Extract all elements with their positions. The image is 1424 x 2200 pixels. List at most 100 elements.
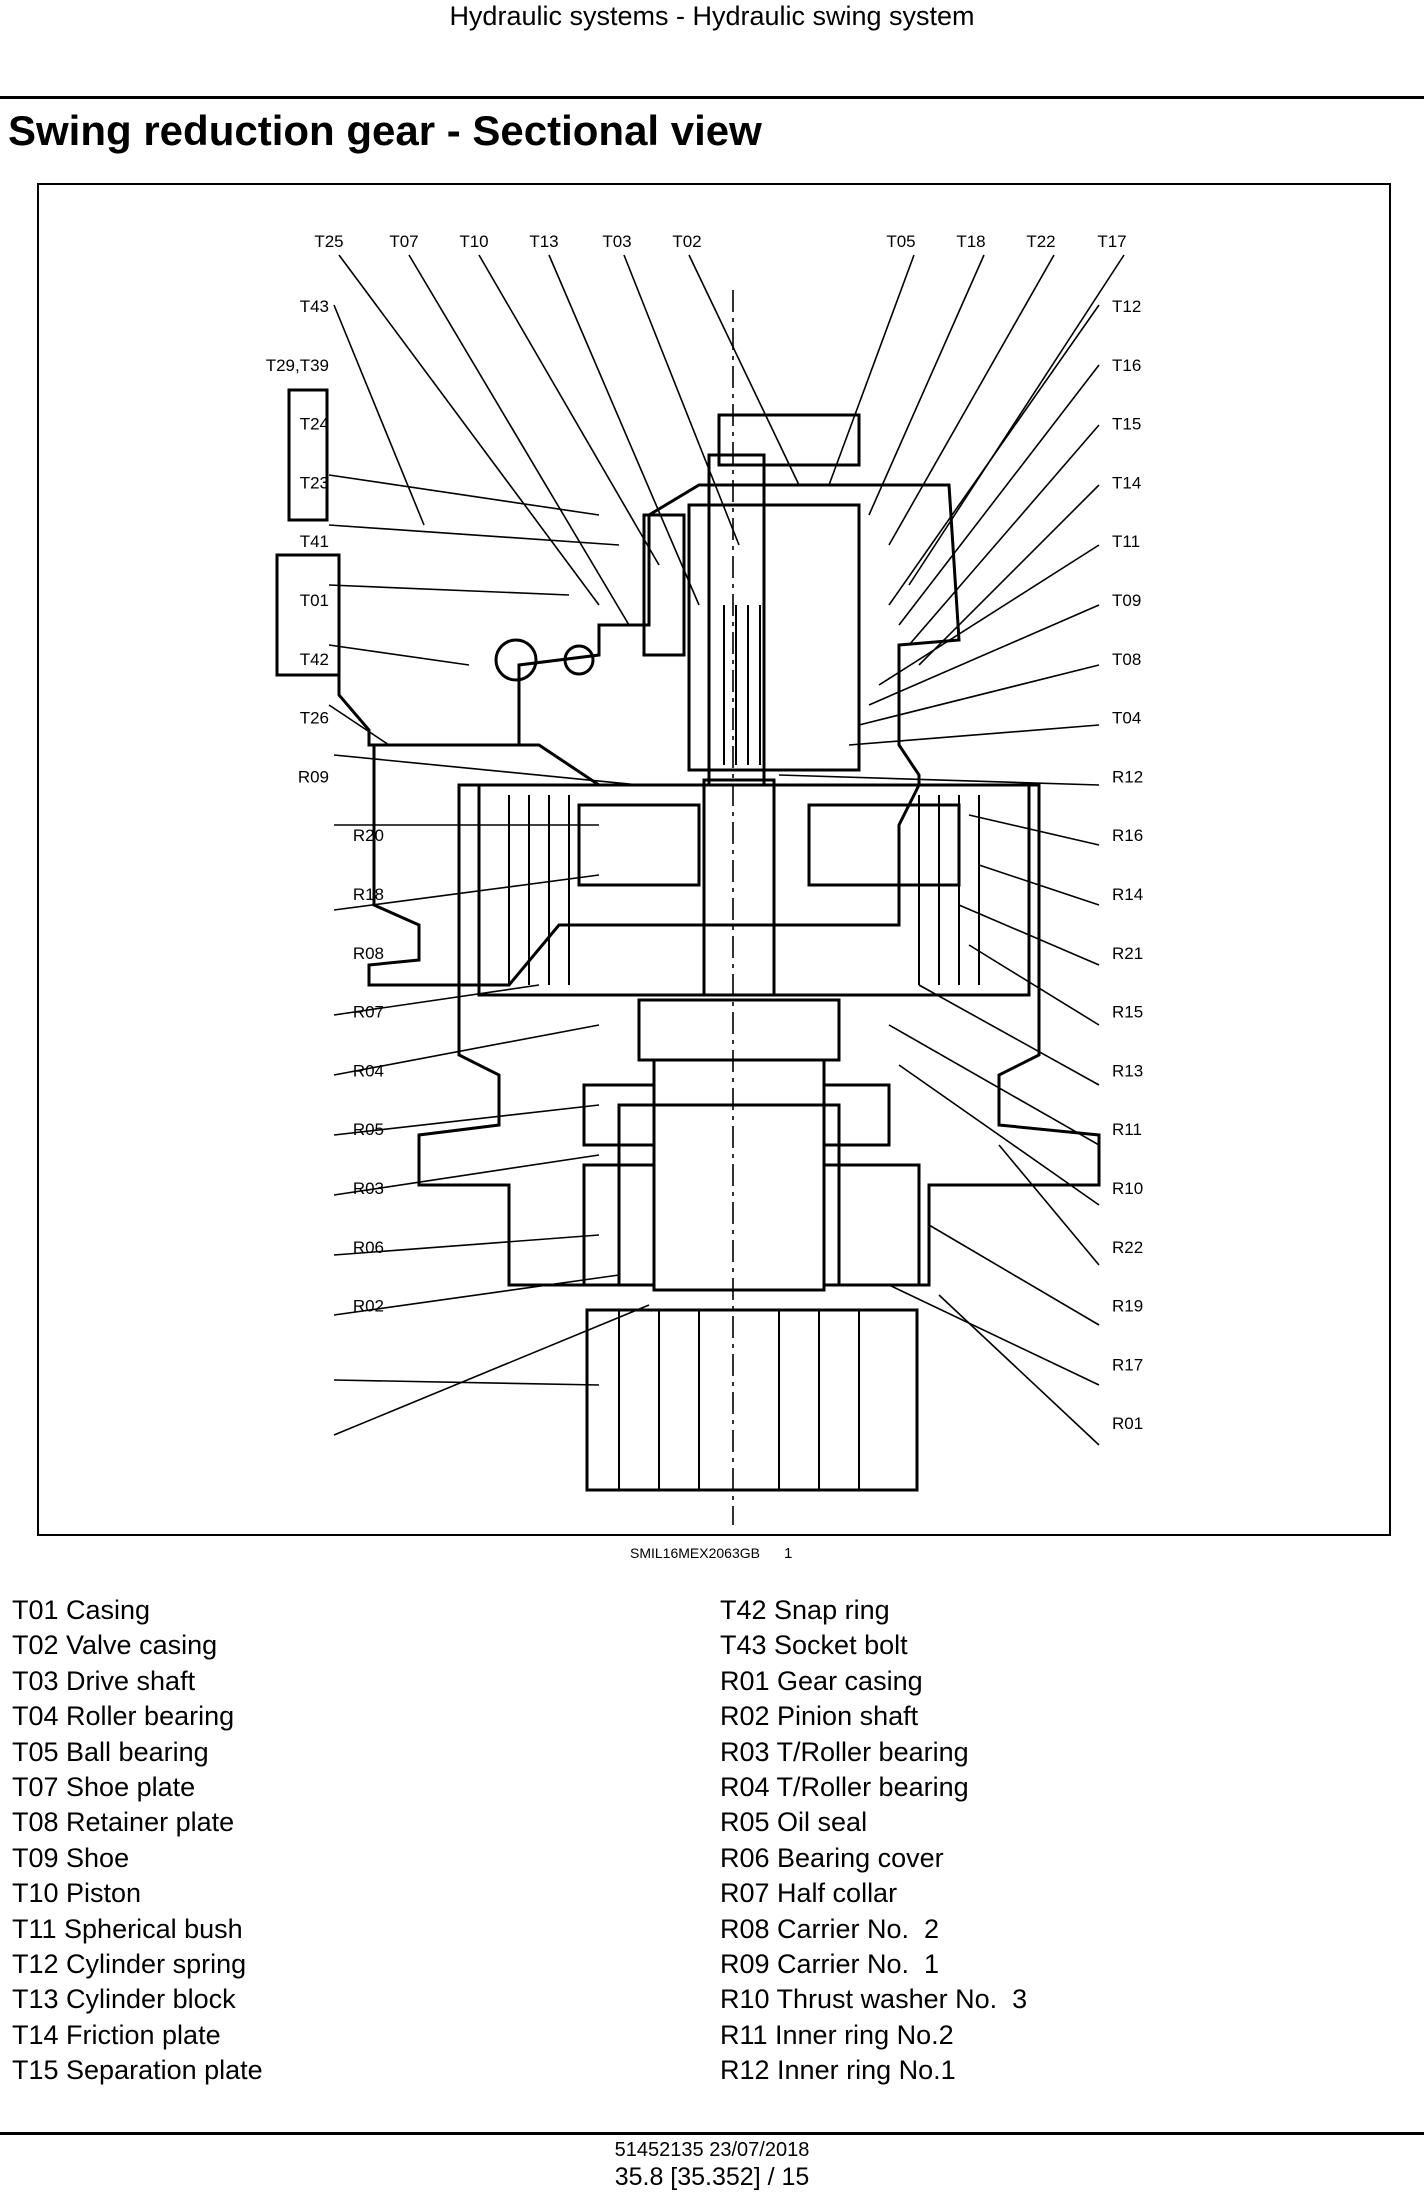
carrier-no1 xyxy=(577,803,701,887)
carrier-no2 xyxy=(807,803,961,887)
plug xyxy=(563,644,595,676)
callout-label: T29,T39 xyxy=(266,356,329,375)
callout-label: T23 xyxy=(300,473,329,492)
header-rule xyxy=(0,96,1424,99)
gear-housing xyxy=(417,783,1101,1287)
callout-label: T09 xyxy=(1112,591,1141,610)
callout-label: T26 xyxy=(300,709,329,728)
leader-lines xyxy=(328,254,1125,1446)
legend-item: T43 Socket bolt xyxy=(720,1630,908,1661)
legend-item: T12 Cylinder spring xyxy=(12,1948,247,1979)
callout-label: R04 xyxy=(353,1061,384,1080)
callout-label: R11 xyxy=(1112,1120,1142,1139)
legend-item: R05 Oil seal xyxy=(720,1807,868,1838)
callout-label: T07 xyxy=(389,232,418,251)
motor-body xyxy=(367,745,921,987)
figure-caption: SMIL16MEX2063GB 1 xyxy=(630,1545,792,1562)
legend-item: R08 Carrier No. 2 xyxy=(720,1913,940,1944)
callout-label: T03 xyxy=(602,232,631,251)
callout-label: T01 xyxy=(300,591,329,610)
callout-label: T02 xyxy=(672,232,701,251)
pinion-shaft xyxy=(652,1058,826,1292)
callout-label: R15 xyxy=(1112,1003,1143,1022)
footer-rule xyxy=(0,2132,1424,2135)
callout-label: T17 xyxy=(1097,232,1126,251)
legend-item: R10 Thrust washer No. 3 xyxy=(720,1984,1028,2015)
callout-label: R12 xyxy=(1112,767,1143,786)
callout-label: R17 xyxy=(1112,1355,1143,1374)
valve-casing-top xyxy=(717,413,861,467)
legend-item: T01 Casing xyxy=(12,1595,151,1625)
callout-label: T08 xyxy=(1112,650,1141,669)
ring-gear xyxy=(477,783,1031,997)
piston xyxy=(642,513,686,657)
callout-label: R06 xyxy=(353,1238,384,1257)
legend-item: T05 Ball bearing xyxy=(12,1736,209,1767)
legend-item: R01 Gear casing xyxy=(720,1665,923,1696)
legend-item: T10 Piston xyxy=(12,1878,142,1909)
page-title: Swing reduction gear - Sectional view xyxy=(8,107,762,154)
port-hole xyxy=(494,638,538,682)
callout-label: T05 xyxy=(886,232,915,251)
callout-label: T18 xyxy=(956,232,985,251)
figure-code: SMIL16MEX2063GB xyxy=(630,1545,760,1561)
legend-item: R06 Bearing cover xyxy=(720,1842,944,1873)
legend-item: T09 Shoe xyxy=(12,1842,130,1873)
callout-label: R13 xyxy=(1112,1061,1143,1080)
shaft-splines xyxy=(723,605,761,765)
callout-label: T16 xyxy=(1112,356,1141,375)
legend-item: T15 Separation plate xyxy=(12,2055,263,2086)
motor-casing xyxy=(337,483,961,787)
callout-label: R07 xyxy=(353,1003,384,1022)
legend-item: T08 Retainer plate xyxy=(12,1807,235,1838)
sun-gear xyxy=(702,778,776,997)
callout-label: T42 xyxy=(300,650,329,669)
pinion-upper xyxy=(637,998,841,1062)
legend-item: R03 T/Roller bearing xyxy=(720,1736,969,1767)
legend-item: T11 Spherical bush xyxy=(12,1913,243,1944)
callout-label: R18 xyxy=(353,885,384,904)
callout-label: T41 xyxy=(300,532,329,551)
legend-item: R12 Inner ring No.1 xyxy=(720,2055,956,2086)
callout-label: T04 xyxy=(1112,709,1141,728)
callout-label: T22 xyxy=(1026,232,1055,251)
legend-item: R09 Carrier No. 1 xyxy=(720,1948,940,1979)
pinion-teeth xyxy=(618,1310,860,1490)
pinion-gear xyxy=(585,1308,919,1492)
legend-item: T14 Friction plate xyxy=(12,2019,221,2050)
legend-item: T07 Shoe plate xyxy=(12,1771,196,1802)
callout-label: R19 xyxy=(1112,1297,1143,1316)
callout-label: R16 xyxy=(1112,826,1143,845)
callout-label: R05 xyxy=(353,1120,384,1139)
legend-item: T04 Roller bearing xyxy=(12,1701,235,1732)
running-header: Hydraulic systems - Hydraulic swing syst… xyxy=(449,1,975,31)
callout-label: T13 xyxy=(529,232,558,251)
callout-label: R22 xyxy=(1112,1238,1143,1257)
callout-label: R01 xyxy=(1112,1414,1143,1433)
callout-label: R21 xyxy=(1112,944,1143,963)
callout-label: R02 xyxy=(353,1297,384,1316)
cylinder-block xyxy=(687,503,861,772)
callout-label: R03 xyxy=(353,1179,384,1198)
callout-label: R14 xyxy=(1112,885,1143,904)
legend-item: T02 Valve casing xyxy=(12,1630,218,1661)
roller-bearing-left xyxy=(582,1083,656,1287)
relief-valve xyxy=(287,388,329,522)
legend-item: R02 Pinion shaft xyxy=(720,1701,919,1732)
legend-item: T42 Snap ring xyxy=(720,1595,890,1625)
legend-item: T13 Cylinder block xyxy=(12,1984,236,2015)
footer-doc-code: 51452135 23/07/2018 xyxy=(614,2139,810,2161)
figure-number: 1 xyxy=(783,1545,793,1562)
callout-label: R20 xyxy=(353,826,384,845)
legend-item: T03 Drive shaft xyxy=(12,1665,196,1696)
callout-label: T12 xyxy=(1112,297,1141,316)
callout-label: T24 xyxy=(300,415,329,434)
callout-label: T15 xyxy=(1112,415,1141,434)
callout-label: R10 xyxy=(1112,1179,1143,1198)
callout-label: R08 xyxy=(353,944,384,963)
roller-bearing-right xyxy=(822,1083,921,1287)
legend-item: R04 T/Roller bearing xyxy=(720,1771,969,1802)
